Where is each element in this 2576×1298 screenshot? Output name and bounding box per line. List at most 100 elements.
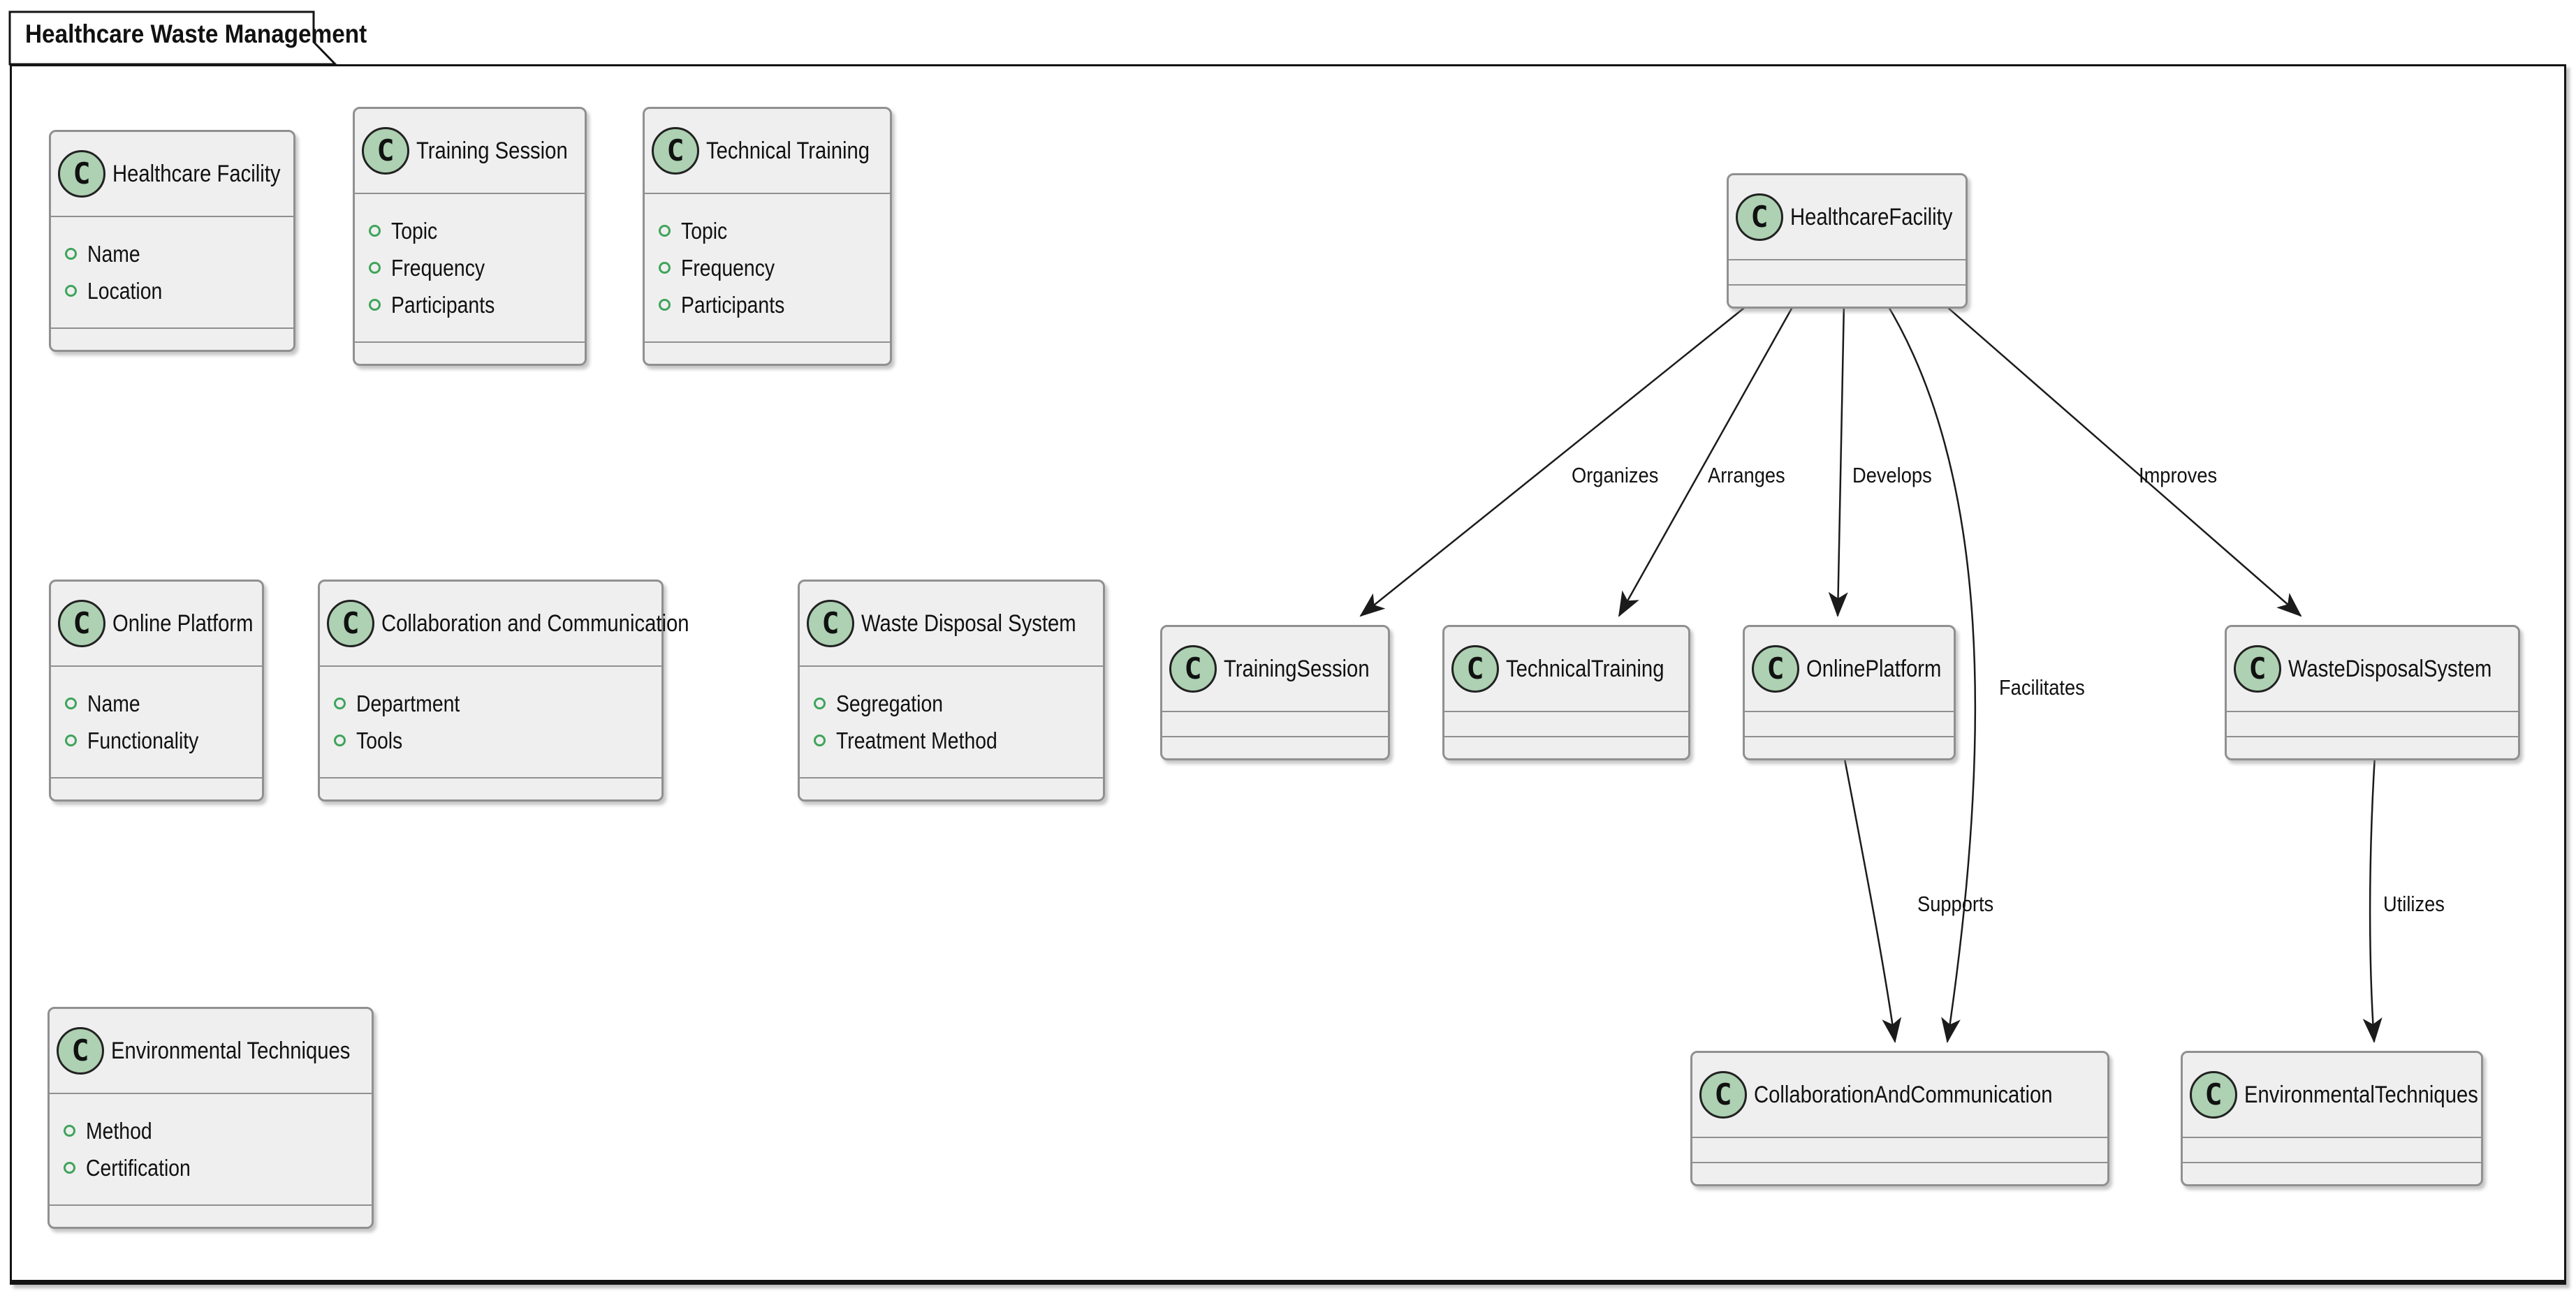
class-box-environmental-techniques: C Environmental Techniques Method Certif… [47, 1007, 374, 1229]
attribute-label: Topic [681, 217, 728, 244]
class-header: C TechnicalTraining [1444, 627, 1688, 711]
attribute-row: Frequency [645, 249, 890, 286]
stereotype-letter: C [376, 133, 395, 168]
class-name: EnvironmentalTechniques [2244, 1081, 2478, 1108]
field-icon [814, 735, 826, 746]
class-name: HealthcareFacility [1790, 203, 1953, 230]
class-name: WasteDisposalSystem [2288, 655, 2492, 682]
attribute-label: Certification [86, 1154, 191, 1181]
attribute-row: Tools [320, 722, 661, 759]
class-name: TrainingSession [1224, 655, 1370, 682]
attribute-row: Frequency [355, 249, 585, 286]
class-stereotype-icon: C [362, 127, 409, 175]
field-icon [65, 248, 77, 260]
stereotype-letter: C [2248, 651, 2267, 686]
attribute-row: Method [50, 1112, 372, 1149]
node-technicaltraining: C TechnicalTraining [1442, 625, 1690, 760]
node-collaborationandcommunication: C CollaborationAndCommunication [1690, 1051, 2109, 1186]
class-header: C Technical Training [645, 109, 890, 193]
class-name: Healthcare Facility [112, 160, 281, 187]
class-name: Training Session [416, 137, 568, 164]
class-stereotype-icon: C [1451, 645, 1499, 693]
attribute-row: Name [51, 235, 293, 272]
field-icon [334, 735, 346, 746]
class-stereotype-icon: C [57, 1027, 104, 1075]
methods-section [320, 779, 661, 799]
node-environmentaltechniques: C EnvironmentalTechniques [2181, 1051, 2483, 1186]
stereotype-letter: C [1466, 651, 1484, 686]
attribute-row: Name [51, 685, 262, 722]
class-box-technical-training: C Technical Training Topic Frequency Par… [643, 107, 892, 366]
class-header: C EnvironmentalTechniques [2183, 1053, 2481, 1137]
attribute-label: Treatment Method [836, 727, 997, 753]
methods-section [1692, 1162, 2107, 1184]
attributes-section: Method Certification [50, 1093, 372, 1206]
class-header: C Waste Disposal System [800, 582, 1103, 665]
attribute-row: Segregation [800, 685, 1103, 722]
attribute-row: Topic [645, 212, 890, 249]
attributes-section: Name Location [51, 216, 293, 329]
class-box-collaboration-and-communication: C Collaboration and Communication Depart… [318, 580, 689, 802]
field-icon [659, 262, 671, 274]
class-header: C WasteDisposalSystem [2227, 627, 2518, 711]
class-name: OnlinePlatform [1806, 655, 1942, 682]
attribute-row: Topic [355, 212, 585, 249]
stereotype-letter: C [1714, 1077, 1732, 1112]
attribute-row: Functionality [51, 722, 262, 759]
class-stereotype-icon: C [327, 600, 374, 647]
attribute-row: Department [320, 685, 661, 722]
class-name: TechnicalTraining [1506, 655, 1664, 682]
methods-section [800, 779, 1103, 799]
class-header: C Training Session [355, 109, 585, 193]
edge-label-arranges: Arranges [1708, 463, 1785, 487]
methods-section [355, 343, 585, 364]
methods-section [50, 1206, 372, 1227]
class-stereotype-icon: C [652, 127, 699, 175]
class-stereotype-icon: C [2234, 645, 2281, 693]
attribute-row: Participants [355, 286, 585, 323]
class-stereotype-icon: C [1752, 645, 1799, 693]
field-icon [369, 299, 381, 311]
class-stereotype-icon: C [1169, 645, 1217, 693]
edge-label-improves: Improves [2139, 463, 2218, 487]
class-stereotype-icon: C [1736, 193, 1783, 241]
node-trainingsession: C TrainingSession [1160, 625, 1390, 760]
attributes-section: Topic Frequency Participants [645, 193, 890, 343]
class-header: C OnlinePlatform [1745, 627, 1954, 711]
edge-label-organizes: Organizes [1572, 463, 1659, 487]
field-icon [369, 262, 381, 274]
field-icon [65, 698, 77, 709]
attributes-section: Segregation Treatment Method [800, 665, 1103, 779]
field-icon [64, 1125, 75, 1137]
class-box-online-platform: C Online Platform Name Functionality [49, 580, 264, 802]
attribute-row: Participants [645, 286, 890, 323]
class-box-training-session: C Training Session Topic Frequency Parti… [353, 107, 587, 366]
stereotype-letter: C [342, 606, 360, 640]
class-header: C Healthcare Facility [51, 132, 293, 216]
attribute-row: Treatment Method [800, 722, 1103, 759]
methods-section [1745, 736, 1954, 758]
attribute-label: Tools [356, 727, 403, 753]
class-header: C HealthcareFacility [1729, 175, 1966, 259]
class-stereotype-icon: C [1699, 1071, 1747, 1119]
attribute-label: Method [86, 1117, 152, 1144]
edge-label-supports: Supports [1917, 892, 1994, 916]
attributes-section [1162, 711, 1388, 736]
attribute-label: Frequency [391, 254, 485, 281]
class-name: Waste Disposal System [861, 610, 1076, 637]
attribute-label: Department [356, 690, 460, 716]
attributes-section [2183, 1137, 2481, 1162]
stereotype-letter: C [1766, 651, 1785, 686]
attribute-row: Location [51, 272, 293, 309]
frame-title: Healthcare Waste Management [25, 20, 367, 48]
field-icon [64, 1162, 75, 1174]
field-icon [334, 698, 346, 709]
class-header: C TrainingSession [1162, 627, 1388, 711]
class-name: Collaboration and Communication [381, 610, 689, 637]
attribute-label: Topic [391, 217, 438, 244]
class-stereotype-icon: C [58, 600, 105, 647]
edge-label-utilizes: Utilizes [2383, 892, 2445, 916]
attribute-label: Name [87, 240, 140, 267]
class-stereotype-icon: C [58, 150, 105, 198]
